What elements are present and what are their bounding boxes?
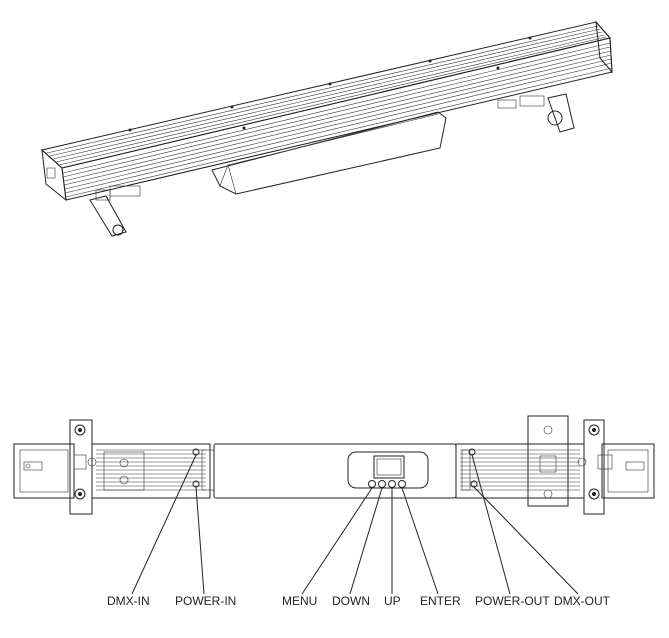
bracket-right [497, 93, 575, 133]
rear-view [13, 415, 655, 515]
menu-button[interactable] [368, 480, 376, 488]
display-housing [347, 451, 429, 489]
label-power-out: POWER-OUT [475, 594, 550, 608]
yoke-right [527, 415, 569, 507]
down-button[interactable] [378, 480, 386, 488]
top-screw-dots [128, 36, 532, 132]
leader-lines [131, 454, 579, 595]
bracket-left [89, 185, 141, 237]
bar-front-fins [62, 42, 613, 198]
enter-button[interactable] [398, 480, 406, 488]
label-up: UP [384, 594, 401, 608]
control-panel [213, 443, 457, 499]
label-dmx-out: DMX-OUT [554, 594, 611, 608]
bar-end-cap-left [41, 148, 67, 202]
up-button[interactable] [388, 480, 396, 488]
label-menu: MENU [282, 594, 317, 608]
label-enter: ENTER [420, 594, 461, 608]
perspective-view [40, 20, 613, 237]
left-end-plate-inner [19, 449, 69, 493]
callout-labels: DMX-IN POWER-IN MENU DOWN UP ENTER POWER… [107, 594, 611, 608]
bar-end-cap-right [595, 20, 613, 74]
label-down: DOWN [332, 594, 370, 608]
label-power-in: POWER-IN [175, 594, 236, 608]
label-dmx-in: DMX-IN [107, 594, 150, 608]
lcd-display [373, 455, 405, 479]
left-end-plate [13, 443, 75, 499]
bar-ridges [46, 25, 607, 166]
bracket-plate-right [577, 419, 613, 515]
heatsink-left [91, 443, 211, 499]
bar-top-face [40, 21, 611, 169]
end-cap-detail [46, 167, 56, 179]
heatsink-right [455, 443, 585, 499]
right-end-plate-inner [607, 449, 649, 493]
right-end-plate [601, 443, 655, 499]
